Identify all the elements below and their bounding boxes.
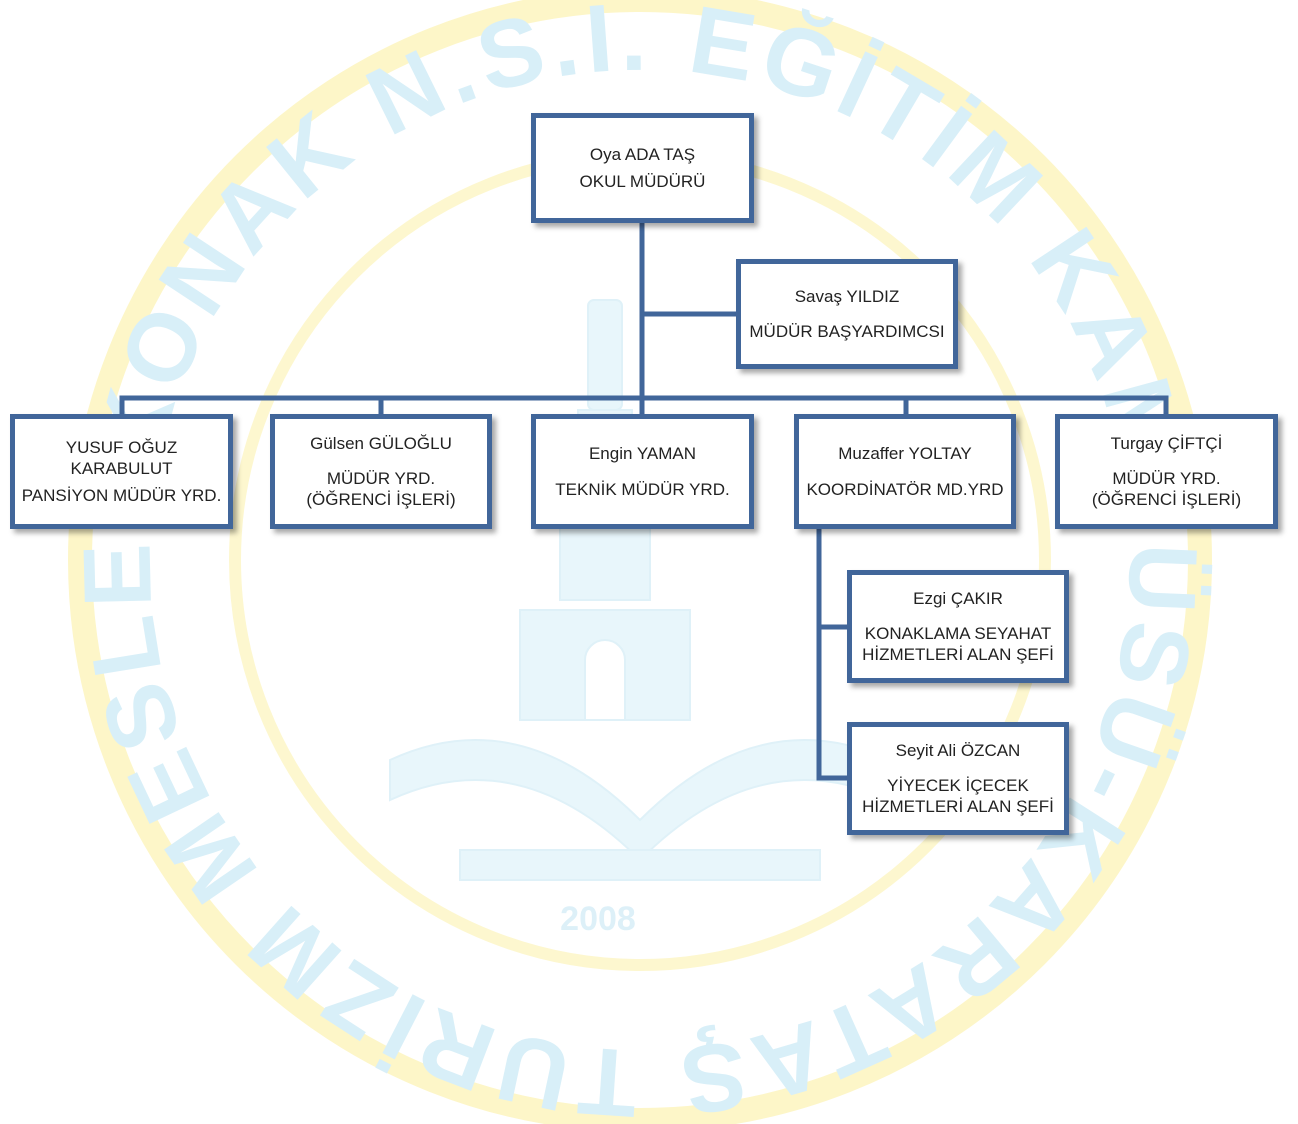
- deputy-title: PANSİYON MÜDÜR YRD.: [21, 486, 222, 506]
- deputy-box-teknik: Engin YAMAN TEKNİK MÜDÜR YRD.: [531, 414, 754, 529]
- deputy-name-line1: YUSUF OĞUZ: [65, 437, 178, 457]
- director-name: Oya ADA TAŞ: [589, 144, 696, 164]
- deputy-box-ogrenci-1: Gülsen GÜLOĞLU MÜDÜR YRD. (ÖĞRENCİ İŞLER…: [270, 414, 492, 529]
- chief-name: Ezgi ÇAKIR: [913, 588, 1003, 608]
- chief-name: Seyit Ali ÖZCAN: [895, 740, 1021, 760]
- chief-title-line1: KONAKLAMA SEYAHAT: [864, 623, 1052, 643]
- director-title: OKUL MÜDÜRÜ: [579, 172, 706, 191]
- head-deputy-box: Savaş YILDIZ MÜDÜR BAŞYARDIMCSI: [736, 259, 958, 369]
- deputy-box-pansiyon: YUSUF OĞUZ KARABULUT PANSİYON MÜDÜR YRD.: [10, 414, 233, 529]
- deputy-subtitle: (ÖĞRENCİ İŞLERİ): [1091, 490, 1242, 510]
- chief-title-line2: HİZMETLERİ ALAN ŞEFİ: [862, 645, 1054, 665]
- deputy-title: MÜDÜR YRD.: [1112, 468, 1221, 488]
- deputy-name: Muzaffer YOLTAY: [838, 444, 972, 464]
- deputy-subtitle: (ÖĞRENCİ İŞLERİ): [306, 490, 456, 510]
- watermark-year: 2008: [560, 900, 636, 938]
- director-box: Oya ADA TAŞ OKUL MÜDÜRÜ: [531, 113, 754, 223]
- deputy-box-koordinator: Muzaffer YOLTAY KOORDİNATÖR MD.YRD: [794, 414, 1016, 529]
- deputy-title: MÜDÜR YRD.: [326, 468, 436, 488]
- head-deputy-name: Savaş YILDIZ: [794, 286, 900, 306]
- deputy-box-ogrenci-2: Turgay ÇİFTÇİ MÜDÜR YRD. (ÖĞRENCİ İŞLERİ…: [1055, 414, 1278, 529]
- chief-box-konaklama: Ezgi ÇAKIR KONAKLAMA SEYAHAT HİZMETLERİ …: [847, 570, 1069, 683]
- deputy-name: Turgay ÇİFTÇİ: [1110, 433, 1223, 453]
- deputy-title: TEKNİK MÜDÜR YRD.: [555, 479, 730, 499]
- chief-title-line1: YİYECEK İÇECEK: [887, 775, 1029, 795]
- deputy-name: Gülsen GÜLOĞLU: [310, 433, 452, 453]
- deputy-title: KOORDİNATÖR MD.YRD: [806, 479, 1004, 499]
- deputy-name-line2: KARABULUT: [70, 458, 173, 478]
- head-deputy-title: MÜDÜR BAŞYARDIMCSI: [749, 322, 945, 341]
- chief-title-line2: HİZMETLERİ ALAN ŞEFİ: [862, 797, 1054, 817]
- chief-box-yiyecek: Seyit Ali ÖZCAN YİYECEK İÇECEK HİZMETLER…: [847, 722, 1069, 835]
- deputy-name: Engin YAMAN: [588, 444, 697, 464]
